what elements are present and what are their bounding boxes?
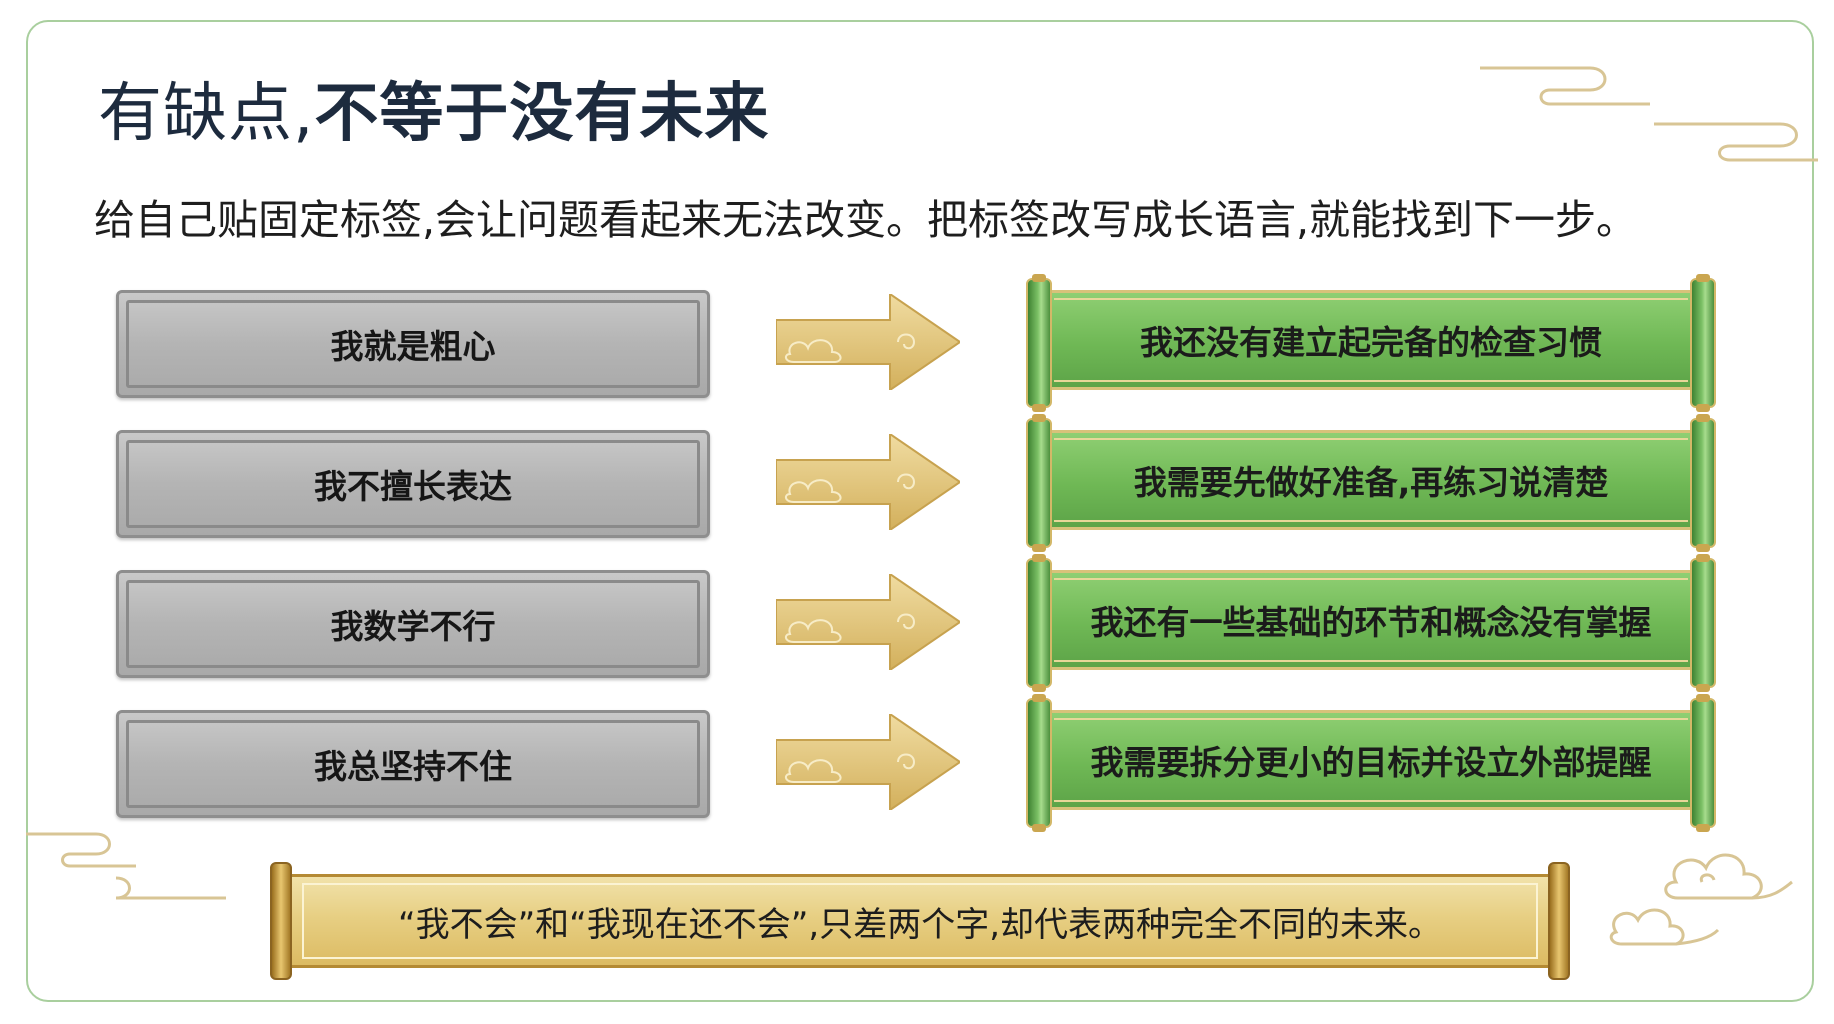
growth-text: 我还没有建立起完备的检查习惯 [1140, 323, 1602, 362]
fixed-label-text: 我总坚持不住 [314, 747, 512, 786]
cloud-pattern-icon [1609, 853, 1793, 946]
title-lead: 有缺点, [98, 77, 315, 151]
fixed-label-box: 我数学不行 [116, 570, 710, 678]
fixed-label-text: 我就是粗心 [330, 327, 496, 366]
comparison-row: 我不擅长表达 我需要先做好准备,再练习说清楚 [0, 414, 1834, 552]
growth-text: 我需要拆分更小的目标并设立外部提醒 [1090, 743, 1652, 782]
arrow-right-icon [776, 294, 960, 390]
growth-text: 我需要先做好准备,再练习说清楚 [1133, 463, 1609, 502]
comparison-row: 我总坚持不住 我需要拆分更小的目标并设立外部提醒 [0, 694, 1834, 832]
page-title: 有缺点,不等于没有未来 [98, 62, 769, 154]
quote-banner: “我不会”和“我现在还不会”,只差两个字,却代表两种完全不同的未来。 [270, 862, 1570, 980]
swirl-decoration-icon [26, 832, 226, 900]
page-subtitle: 给自己贴固定标签,会让问题看起来无法改变。把标签改写成长语言,就能找到下一步。 [94, 196, 1638, 244]
fixed-label-text: 我数学不行 [330, 607, 496, 646]
title-emphasis: 不等于没有未来 [314, 77, 770, 151]
fixed-label-box: 我不擅长表达 [116, 430, 710, 538]
growth-scroll: 我需要先做好准备,再练习说清楚 [1026, 414, 1716, 552]
growth-scroll: 我还有一些基础的环节和概念没有掌握 [1026, 554, 1716, 692]
fixed-label-box: 我就是粗心 [116, 290, 710, 398]
comparison-row: 我数学不行 我还有一些基础的环节和概念没有掌握 [0, 554, 1834, 692]
growth-scroll: 我需要拆分更小的目标并设立外部提醒 [1026, 694, 1716, 832]
fixed-label-text: 我不擅长表达 [314, 467, 512, 506]
comparison-row: 我就是粗心 我还没有建立起完备的检查习惯 [0, 274, 1834, 412]
arrow-right-icon [776, 434, 960, 530]
arrow-right-icon [776, 714, 960, 810]
slide-frame [26, 20, 1814, 1002]
growth-scroll: 我还没有建立起完备的检查习惯 [1026, 274, 1716, 412]
swirl-decoration-icon [1480, 66, 1818, 162]
quote-text: “我不会”和“我现在还不会”,只差两个字,却代表两种完全不同的未来。 [397, 904, 1443, 945]
growth-text: 我还有一些基础的环节和概念没有掌握 [1090, 603, 1652, 642]
arrow-right-icon [776, 574, 960, 670]
fixed-label-box: 我总坚持不住 [116, 710, 710, 818]
